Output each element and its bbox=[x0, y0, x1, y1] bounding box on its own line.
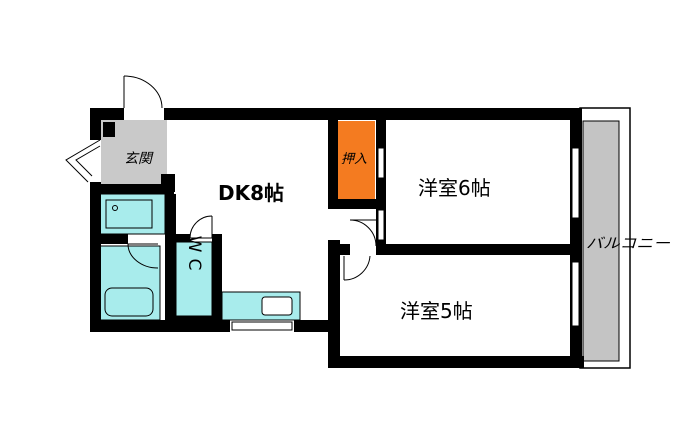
balcony bbox=[579, 107, 631, 369]
entrance-step bbox=[65, 139, 101, 183]
kitchen-counter bbox=[221, 291, 301, 321]
room-label-entrance: 玄関 bbox=[124, 151, 154, 167]
door-swings bbox=[127, 215, 377, 281]
windows bbox=[231, 147, 580, 331]
room-label-wc: WC bbox=[184, 236, 204, 277]
closet-area bbox=[338, 121, 375, 199]
room-label-western-6: 洋室6帖 bbox=[418, 176, 491, 200]
wash-basin bbox=[99, 193, 166, 235]
room-label-western-5: 洋室5帖 bbox=[400, 299, 473, 323]
entrance-door bbox=[123, 75, 163, 109]
bathtub bbox=[99, 245, 161, 321]
room-label-dk: DK8帖 bbox=[218, 181, 284, 205]
room-label-balcony: バルコニー bbox=[586, 236, 671, 252]
room-label-closet: 押入 bbox=[341, 152, 367, 167]
